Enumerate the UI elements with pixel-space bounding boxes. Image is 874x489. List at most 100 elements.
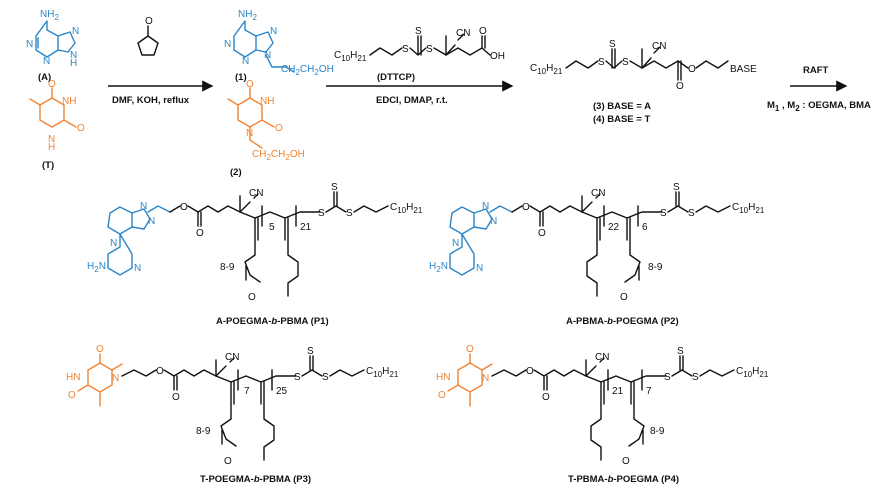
c34-c10h21: C10H21 [530, 63, 563, 76]
polymer-p1: N N N N H2N O O CN 5 21 S S S C10H21 8-9… [87, 182, 423, 327]
p1-n3: N [110, 238, 117, 249]
p1-s2: S [331, 182, 338, 193]
c34-s3: S [622, 57, 629, 68]
c1-n3: N [242, 56, 249, 67]
p2-nh2: H2N [429, 261, 448, 274]
c2-nh: NH [260, 96, 274, 107]
p3-o3: O [156, 366, 164, 377]
c2-chain: CH2CH2OH [252, 149, 305, 162]
p2-side-chain: 8-9 [648, 262, 663, 273]
raft-label: RAFT [803, 65, 829, 76]
p4-o-methoxy: O [622, 456, 630, 467]
polymer-p3: O HN O N O O CN 7 25 S S S C10H21 8-9 O … [66, 344, 399, 485]
p4-o2: O [438, 390, 446, 401]
p1-c10h21: C10H21 [390, 202, 423, 215]
p1-n7: N [148, 216, 155, 227]
p4-cn: CN [595, 352, 609, 363]
p1-n1-sub: 5 [269, 222, 275, 233]
p3-o-methoxy: O [224, 456, 232, 467]
step1-conditions: DMF, KOH, reflux [112, 95, 190, 106]
adenine-n7: N [72, 26, 79, 37]
dttcp-molecule: C10H21 S S S CN O OH (DTTCP) [334, 26, 505, 83]
p3-n: N [112, 373, 119, 384]
dttcp-s3: S [426, 44, 433, 55]
polymer-p4: O HN O N O O CN 21 7 S S S C10H21 8-9 O … [436, 344, 769, 485]
c2-n: N [246, 128, 253, 139]
p2-n1-sub: 22 [608, 222, 620, 233]
p4-o3: O [526, 366, 534, 377]
c1-nh2: NH2 [238, 9, 257, 22]
ethylene-carbonate: O [137, 16, 159, 56]
adenine-n3: N [43, 56, 50, 67]
c34-s1: S [598, 57, 605, 68]
p1-n9: N [140, 201, 147, 212]
adenine-label: (A) [38, 72, 51, 83]
thymine-nh-bottom: N [48, 134, 55, 145]
p3-s3: S [322, 372, 329, 383]
compound-4-label: (4) BASE = T [593, 114, 650, 125]
dttcp-oh: OH [490, 51, 505, 62]
p1-cn: CN [249, 188, 263, 199]
p1-name: A-POEGMA-b-PBMA (P1) [216, 316, 329, 327]
p2-o1: O [522, 202, 530, 213]
p4-n2-sub: 7 [646, 386, 652, 397]
p2-n1: N [476, 263, 483, 274]
p4-n: N [482, 373, 489, 384]
c34-o-carbonyl: O [676, 81, 684, 92]
p3-s2: S [307, 346, 314, 357]
p1-n1: N [134, 263, 141, 274]
c34-s2: S [609, 39, 616, 50]
c1-n1: N [224, 39, 231, 50]
p4-c10h21: C10H21 [736, 366, 769, 379]
dttcp-o: O [479, 26, 487, 37]
dttcp-label: (DTTCP) [377, 72, 415, 83]
p3-cn: CN [225, 352, 239, 363]
c34-base: BASE [730, 64, 757, 75]
p4-s1: S [664, 372, 671, 383]
p2-n7: N [490, 216, 497, 227]
p2-s3: S [688, 208, 695, 219]
p3-o1: O [96, 344, 104, 355]
thymine-o2: O [77, 123, 85, 134]
carbonate-o: O [145, 16, 153, 27]
p2-n9: N [482, 201, 489, 212]
p4-name: T-PBMA-b-POEGMA (P4) [568, 474, 679, 485]
p2-s1: S [660, 208, 667, 219]
p1-nh2: H2N [87, 261, 106, 274]
adenine-nh2: NH2 [40, 9, 59, 22]
p1-s3: S [346, 208, 353, 219]
p1-n2-sub: 21 [300, 222, 312, 233]
p4-hn: HN [436, 372, 450, 383]
c34-cn: CN [652, 41, 666, 52]
compound-1-label: (1) [235, 72, 247, 83]
dttcp-cn: CN [456, 28, 470, 39]
thymine-nh: NH [62, 96, 76, 107]
dttcp-s1: S [402, 44, 409, 55]
compound-2-label: (2) [230, 167, 242, 178]
p2-o2: O [538, 228, 546, 239]
p2-s2: S [673, 182, 680, 193]
step2-conditions: EDCI, DMAP, r.t. [376, 95, 448, 106]
p4-side-chain: 8-9 [650, 426, 665, 437]
adenine-molecule: NH2 N N N N H (A) [26, 9, 79, 83]
p3-c10h21: C10H21 [366, 366, 399, 379]
c1-n7: N [270, 26, 277, 37]
p2-c10h21: C10H21 [732, 202, 765, 215]
thymine-molecule: O O NH N H (T) [29, 79, 85, 171]
c34-o-ester: O [688, 64, 696, 75]
dttcp-c10h21: C10H21 [334, 50, 367, 63]
dttcp-s2: S [415, 26, 422, 37]
thymine-o1: O [48, 79, 56, 90]
c1-n9: N [264, 50, 271, 61]
p2-n2-sub: 6 [642, 222, 648, 233]
c2-o2: O [275, 123, 283, 134]
compound-2: O O NH N CH2CH2OH (2) [227, 79, 305, 178]
p4-s3: S [692, 372, 699, 383]
c2-o1: O [246, 79, 254, 90]
p4-n1-sub: 21 [612, 386, 624, 397]
p3-s1: S [294, 372, 301, 383]
p2-n3: N [452, 238, 459, 249]
p3-n1-sub: 7 [244, 386, 250, 397]
compound-3-label: (3) BASE = A [593, 101, 651, 112]
adenine-n1: N [26, 39, 33, 50]
